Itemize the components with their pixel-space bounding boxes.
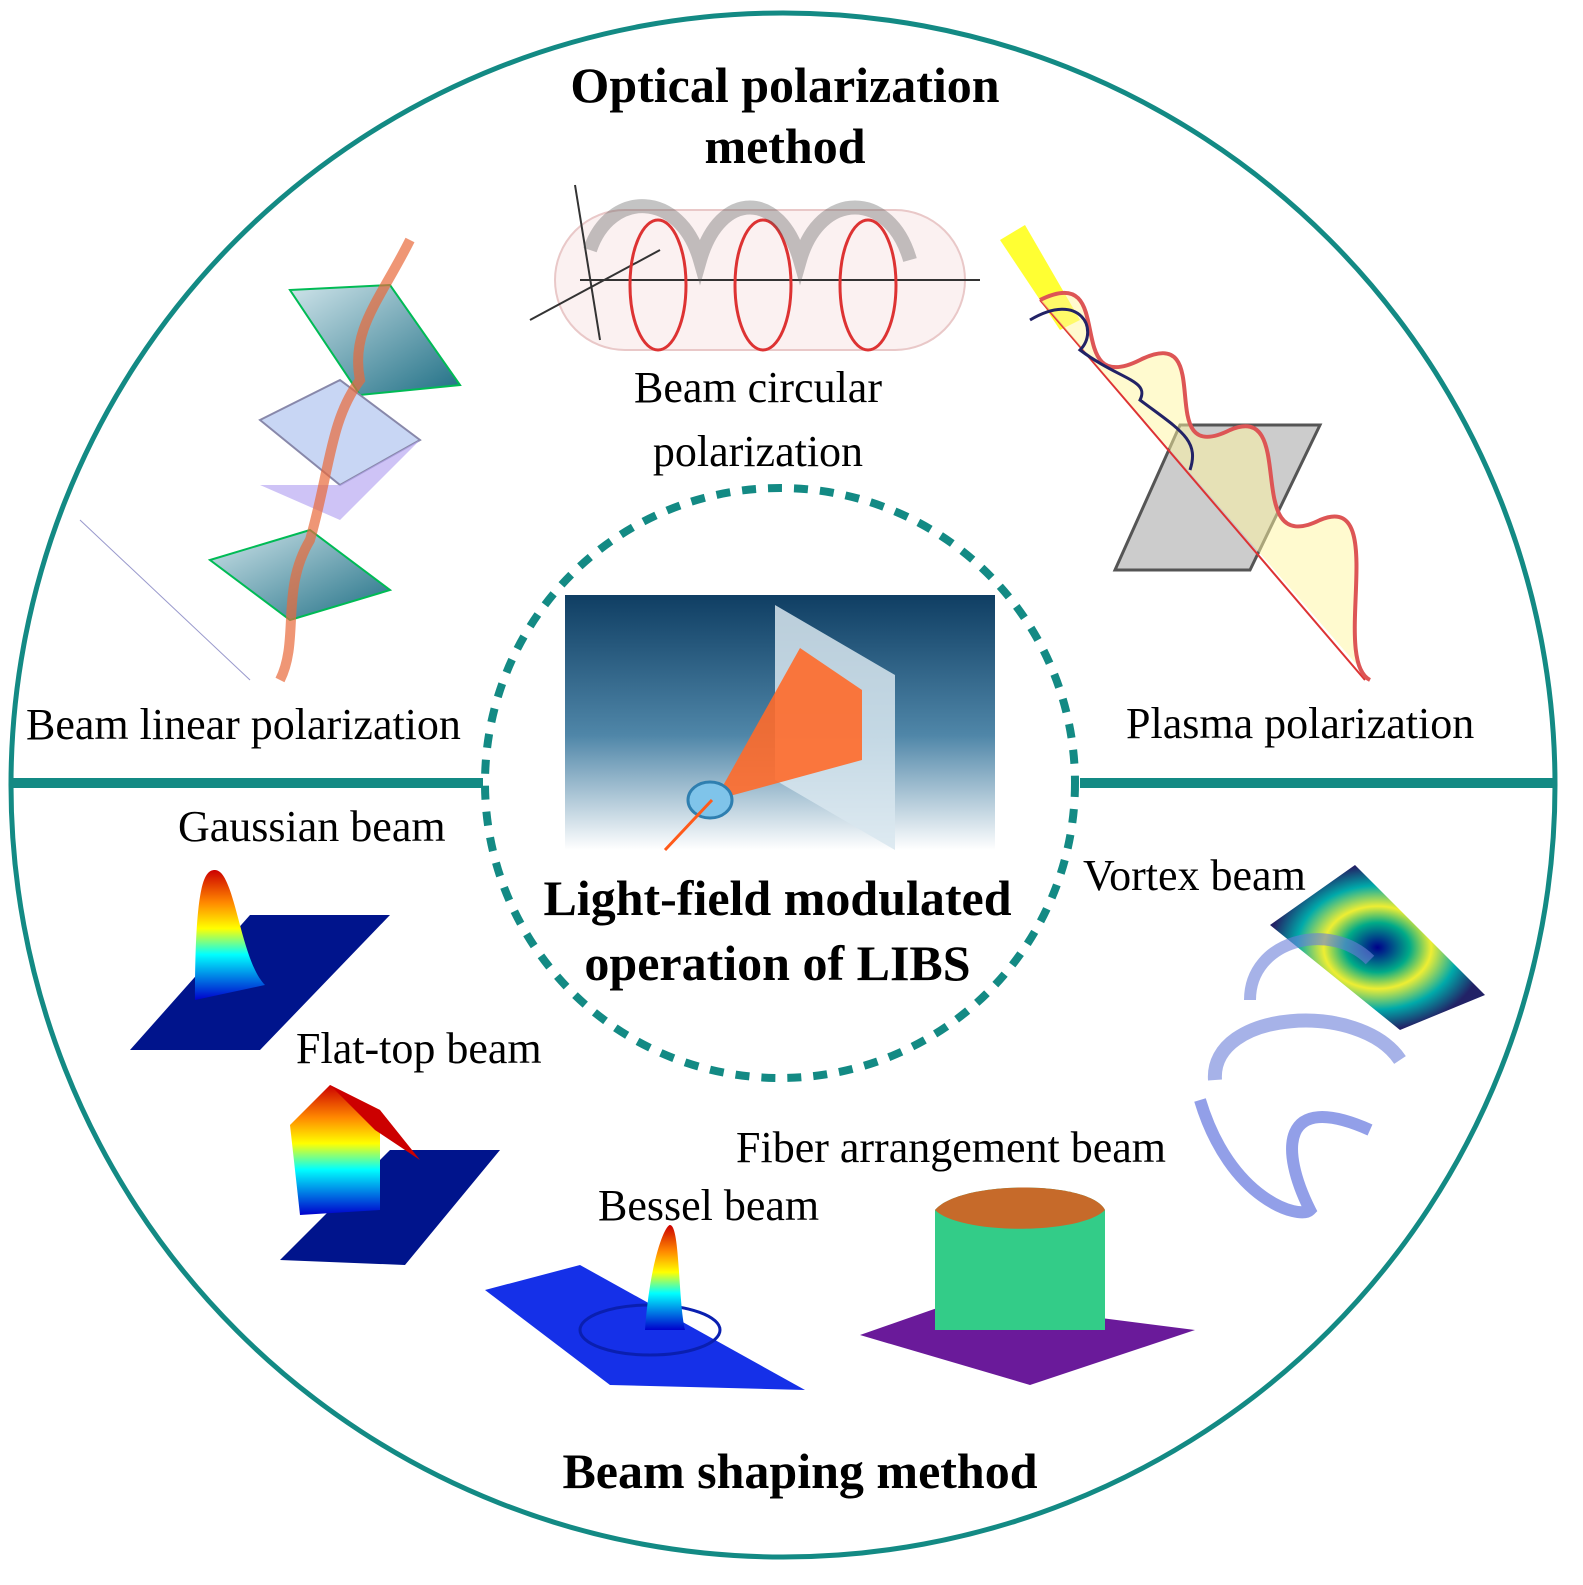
top-title-line2: method (704, 118, 866, 174)
circular-polarization-illustration (529, 184, 980, 352)
top-section-title: Optical polarization method (540, 58, 1030, 174)
label-beam-circular-polarization: Beam circular polarization (598, 356, 918, 484)
plasma-polarization-illustration (1000, 225, 1372, 682)
circular-label-line2: polarization (652, 426, 864, 476)
label-fiber-arrangement-beam: Fiber arrangement beam (736, 1123, 1167, 1172)
center-title-line2: operation of LIBS (584, 935, 971, 991)
center-illustration (565, 595, 995, 852)
label-vortex-beam: Vortex beam (1083, 851, 1306, 900)
circular-label-line1: Beam circular (634, 363, 882, 412)
flat-top-beam-illustration (280, 1085, 500, 1265)
outer-circle (8, 10, 1558, 1560)
vortex-beam-illustration (1194, 865, 1485, 1219)
fiber-arrangement-beam-illustration (860, 1187, 1195, 1385)
label-bessel-beam: Bessel beam (598, 1181, 820, 1230)
label-beam-linear-polarization: Beam linear polarization (26, 700, 461, 749)
top-title-line1: Optical polarization (570, 57, 1000, 113)
linear-polarization-illustration (79, 237, 462, 683)
label-gaussian-beam: Gaussian beam (178, 802, 446, 851)
label-flat-top-beam: Flat-top beam (296, 1024, 542, 1073)
label-plasma-polarization: Plasma polarization (1126, 699, 1475, 748)
bottom-section-title: Beam shaping method (562, 1443, 1038, 1499)
gaussian-beam-illustration (130, 870, 390, 1050)
center-title-line1: Light-field modulated (543, 870, 1012, 926)
bessel-beam-illustration (485, 1225, 805, 1390)
center-title: Light-field modulated operation of LIBS (515, 866, 1040, 996)
inner-dashed-circle (481, 484, 1079, 1082)
